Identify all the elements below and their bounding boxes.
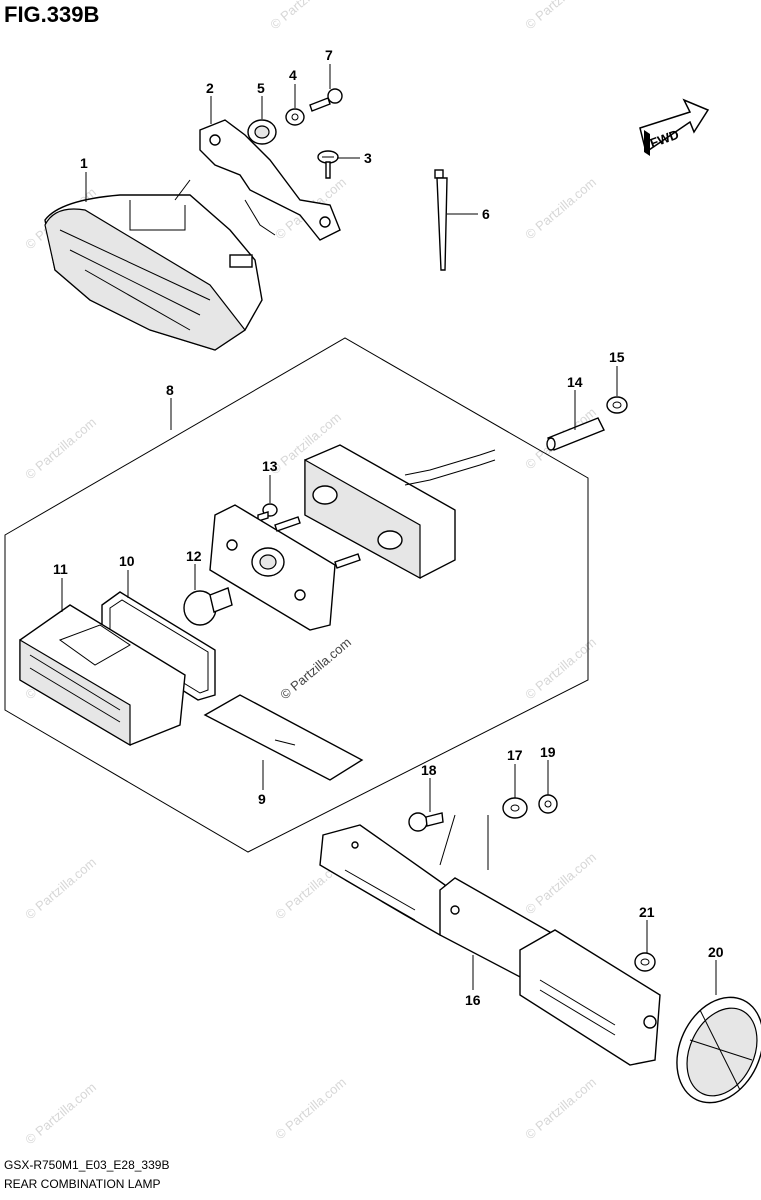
reflector (676, 996, 761, 1104)
watermark: © Partzilla.com (22, 414, 99, 482)
figure-name: REAR COMBINATION LAMP (4, 1177, 161, 1191)
rear-combination-lamp (44, 179, 263, 351)
callout-13: 13 (262, 458, 278, 474)
leader-lines (61, 64, 717, 995)
nut-19 (538, 794, 558, 814)
watermark: © Partzilla.com (22, 1079, 99, 1147)
reflector-bracket (319, 814, 661, 1066)
bolt-7 (309, 88, 343, 112)
callout-7: 7 (325, 47, 333, 63)
callout-5: 5 (257, 80, 265, 96)
bolt-18 (408, 812, 444, 832)
callout-6: 6 (482, 206, 490, 222)
lamp-case (304, 444, 496, 580)
callout-17: 17 (507, 747, 523, 763)
callout-8: 8 (166, 382, 174, 398)
watermark: © Partzilla.com (522, 849, 599, 917)
callout-1: 1 (80, 155, 88, 171)
lamp-bracket (199, 119, 341, 241)
callout-19: 19 (540, 744, 556, 760)
callout-11: 11 (53, 561, 68, 577)
cable-tie (434, 169, 448, 271)
callout-15: 15 (609, 349, 625, 365)
nut-15 (606, 396, 628, 414)
callout-4: 4 (289, 67, 297, 83)
fwd-arrow-icon: FWD (639, 98, 710, 156)
callout-9: 9 (258, 791, 266, 807)
callout-labels: 1 2 3 4 5 6 7 8 9 10 11 12 13 14 15 16 1… (53, 47, 724, 1008)
nut-21 (634, 952, 656, 972)
lamp-pad (203, 694, 364, 781)
bulb (183, 587, 233, 626)
socket-plate (209, 504, 361, 631)
callout-10: 10 (119, 553, 135, 569)
callout-18: 18 (421, 762, 437, 778)
watermark: © Partzilla.com (267, 0, 344, 32)
spacer (546, 417, 605, 451)
figure-title: FIG.339B (4, 2, 100, 27)
callout-20: 20 (708, 944, 724, 960)
watermark: © Partzilla.com (22, 854, 99, 922)
callout-12: 12 (186, 548, 202, 564)
watermark: © Partzilla.com (522, 1074, 599, 1142)
lamp-assembly-outline (4, 337, 589, 853)
watermark-center: © Partzilla.com (277, 634, 354, 702)
washer-17 (502, 797, 528, 819)
watermark: © Partzilla.com (272, 1074, 349, 1142)
callout-3: 3 (364, 150, 372, 166)
rear-lens (19, 604, 186, 747)
screw-3 (317, 150, 339, 179)
grommet (247, 119, 277, 145)
callout-2: 2 (206, 80, 214, 96)
screw-13 (257, 503, 278, 522)
watermark: © Partzilla.com (522, 0, 599, 32)
watermark: © Partzilla.com (522, 174, 599, 242)
callout-16: 16 (465, 992, 481, 1008)
callout-21: 21 (639, 904, 655, 920)
washer (285, 108, 305, 126)
callout-14: 14 (567, 374, 583, 390)
figure-code: GSX-R750M1_E03_E28_339B (4, 1158, 170, 1172)
